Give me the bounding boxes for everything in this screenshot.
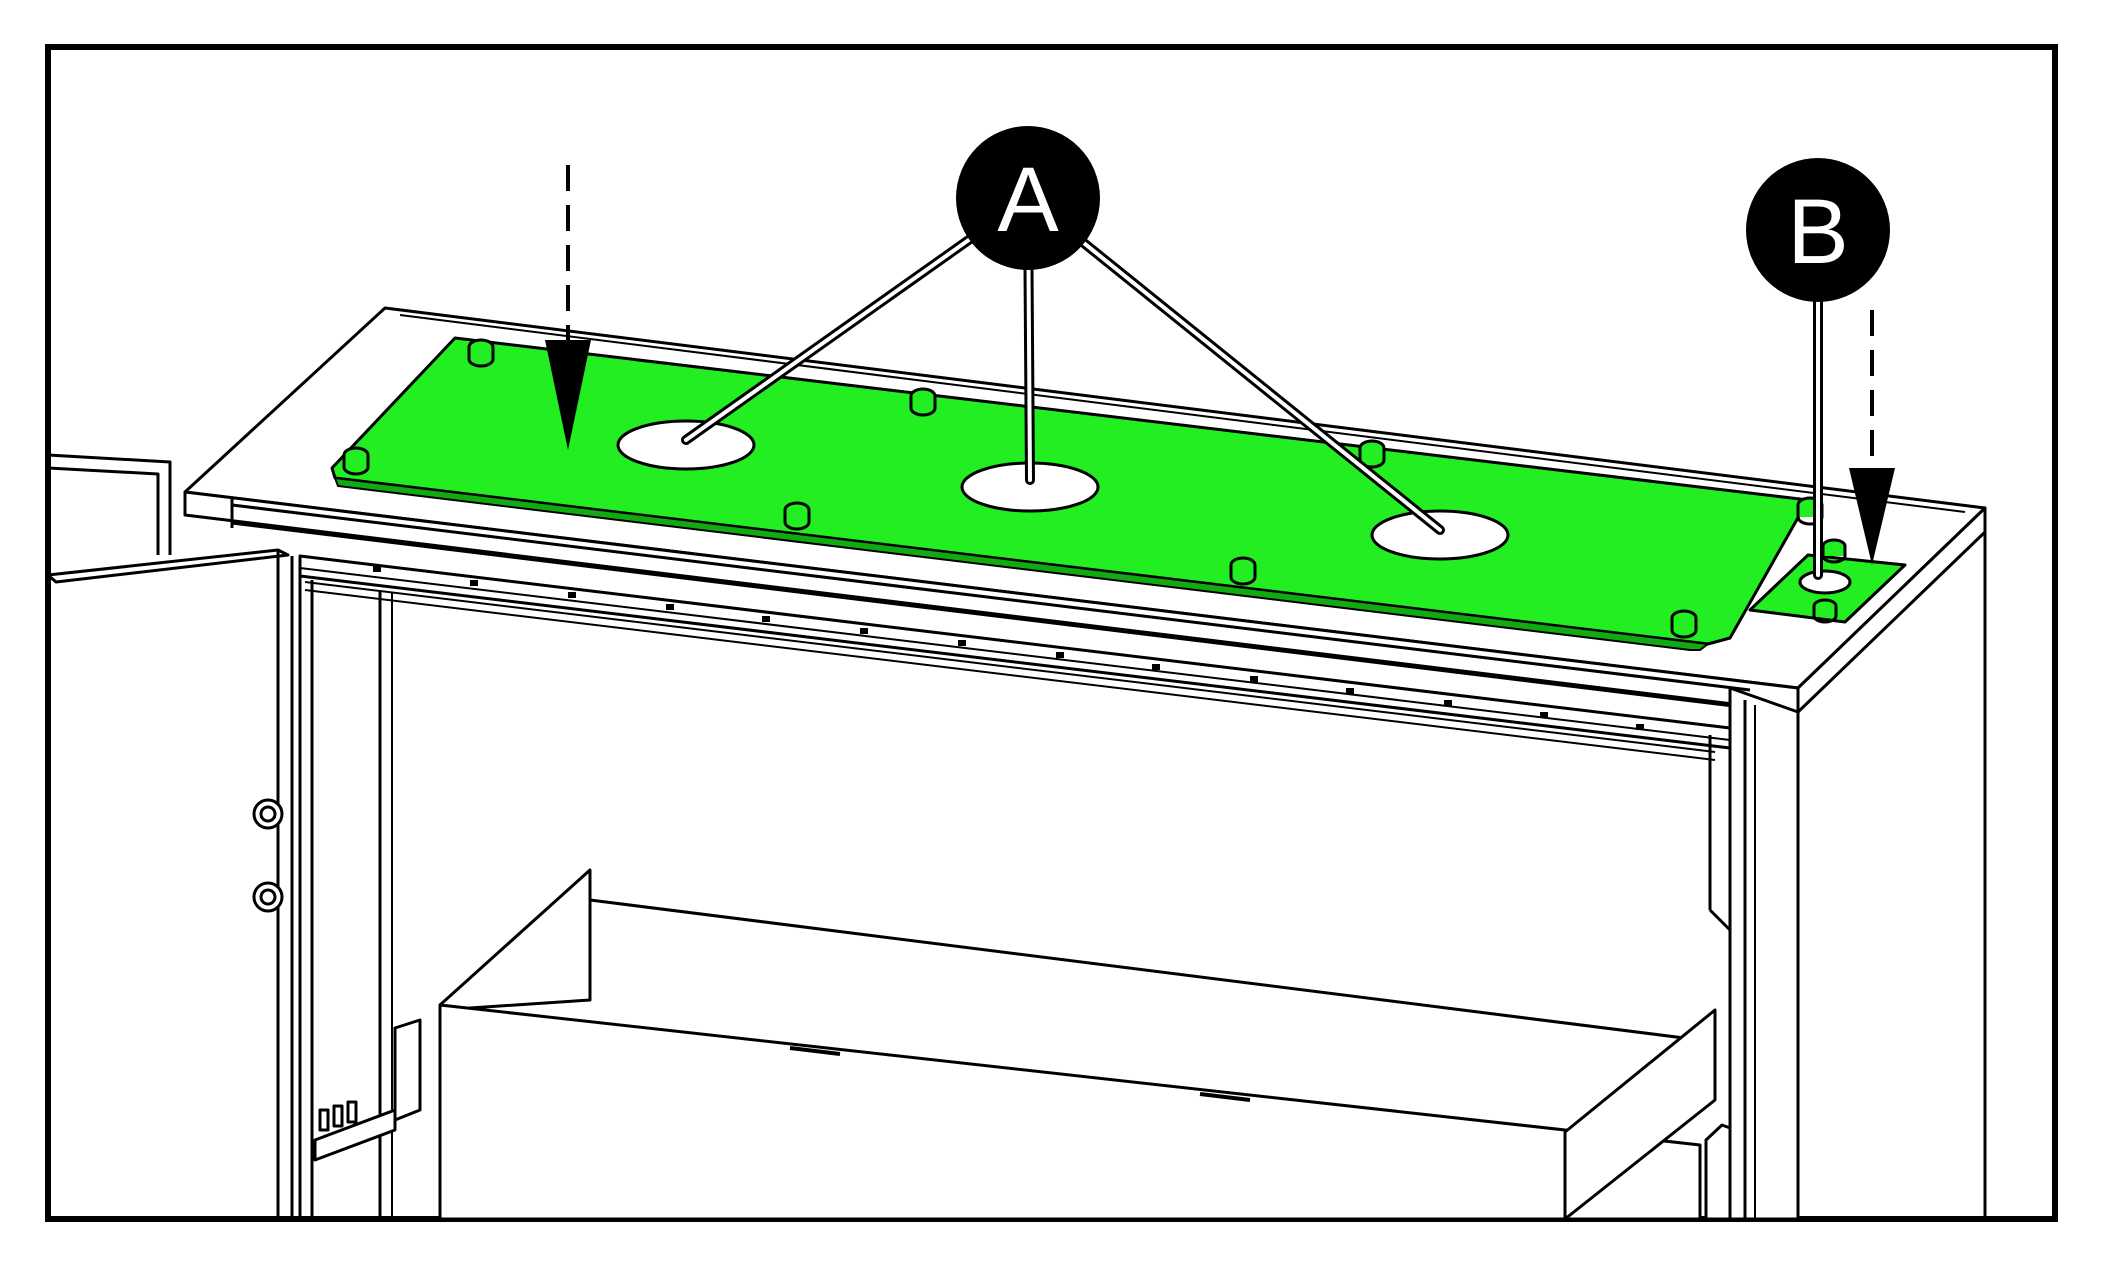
callout-a-circle [956,126,1100,270]
side-vents [313,1018,422,1162]
internal-box [438,868,1717,1221]
gland-plate-main-edge [333,476,1711,651]
cable-hole-3 [1370,509,1510,561]
callout-a: A [956,126,1100,270]
right-latch [1704,1123,1732,1221]
callout-a-label: A [997,149,1059,251]
adjacent-cabinet [46,453,302,1219]
hinge-bolts [252,798,284,913]
rail-screws [373,566,1644,730]
callout-b-label: B [1787,181,1848,283]
callout-b: B [1746,158,1890,302]
cable-hole-b [1798,569,1852,595]
insert-arrow-left [545,165,591,450]
callout-b-circle [1746,158,1890,302]
insert-arrow-right [1849,310,1895,565]
right-post [1728,686,1800,1221]
